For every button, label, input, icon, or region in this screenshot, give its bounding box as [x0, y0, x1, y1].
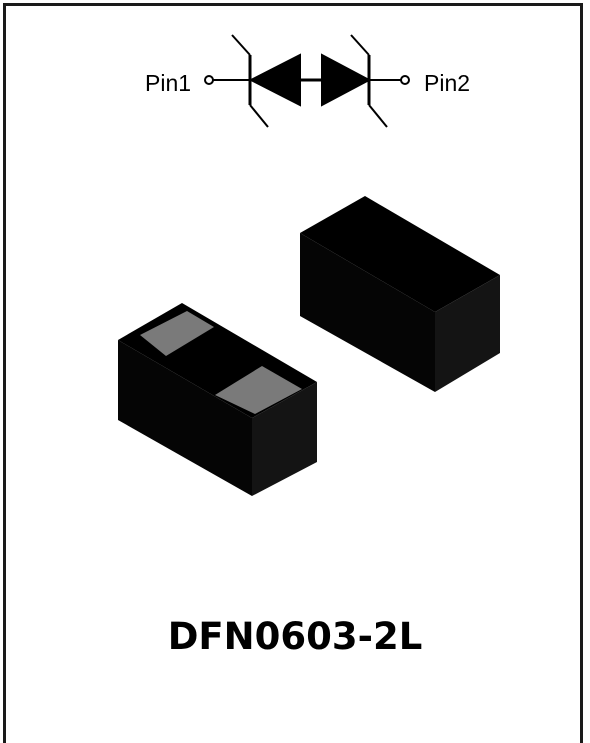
- package-bottom-view: [118, 303, 317, 496]
- pad-2: [215, 366, 302, 414]
- diode-left-triangle: [248, 53, 301, 107]
- top-view-top-face: [300, 196, 500, 312]
- pin1-terminal: [204, 75, 214, 85]
- bottom-view-right-face: [252, 382, 317, 496]
- pin1-bar-wing-bottom: [249, 104, 269, 128]
- pin2-terminal: [400, 75, 410, 85]
- pin2-bar-wing-bottom: [368, 104, 388, 128]
- top-view-left-face: [300, 233, 435, 392]
- tvs-diode-symbol: [204, 34, 410, 128]
- pin2-bar-wing-top: [350, 34, 370, 56]
- package-name: DFN0603-2L: [167, 615, 423, 658]
- bottom-view-left-face: [118, 340, 252, 496]
- pin1-label: Pin1: [145, 70, 192, 96]
- top-view-right-face: [435, 275, 500, 392]
- diode-right-triangle: [321, 53, 372, 107]
- package-top-view: [300, 196, 500, 392]
- pad-1: [140, 311, 214, 356]
- pin1-bar-wing-top: [231, 34, 251, 56]
- pin2-label: Pin2: [424, 70, 471, 96]
